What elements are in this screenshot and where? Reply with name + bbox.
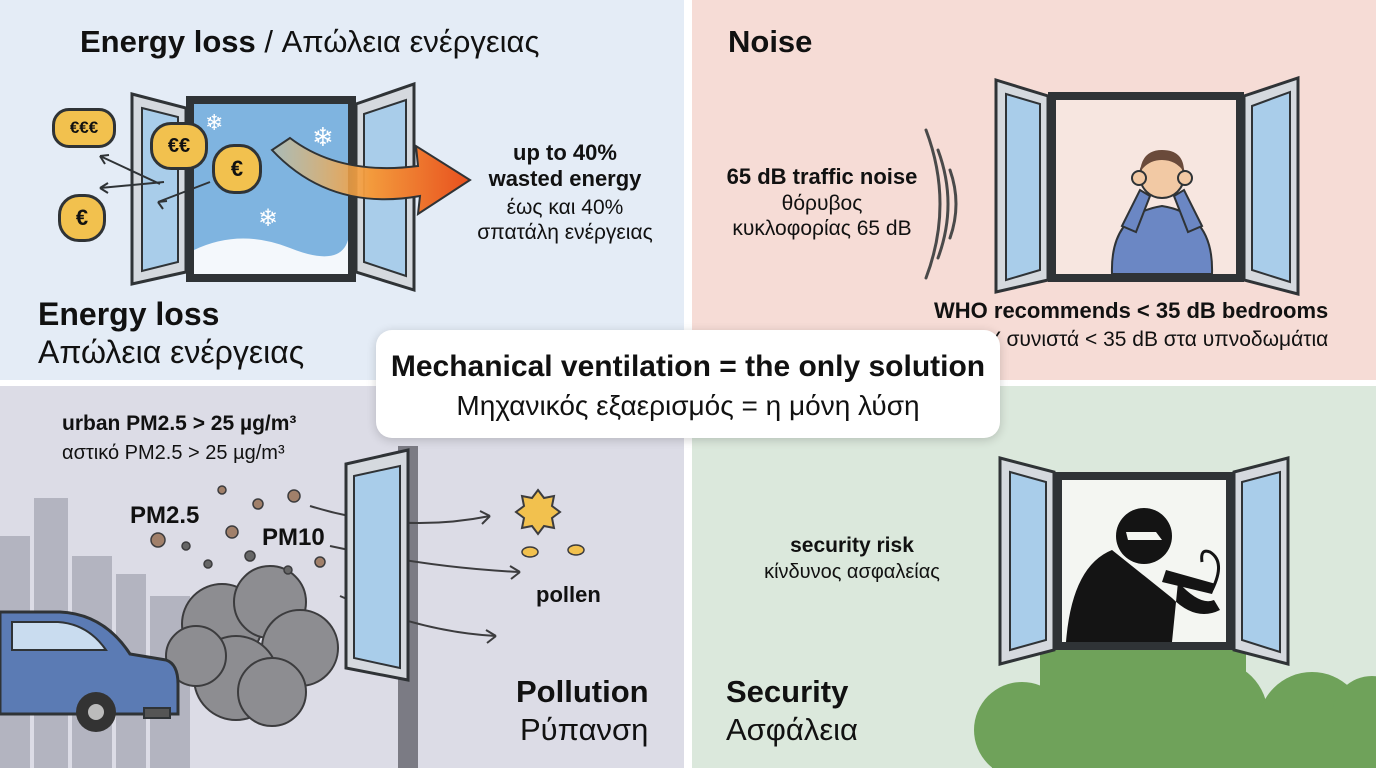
energy-stat-el-line1: έως και 40%	[506, 195, 624, 219]
snowflake-icon: ❄	[312, 122, 334, 152]
energy-stat-el-line2: σπατάλη ενέργειας	[477, 220, 653, 244]
snowflake-icon: ❄	[205, 110, 223, 135]
security-risk: security risk κίνδυνος ασφαλείας	[732, 534, 972, 584]
energy-stat-en-line2: wasted energy	[488, 165, 642, 191]
right-window-glass	[1241, 470, 1281, 654]
noise-panel: Noise 65 dB traffic noise θόρυβος κυκλοφ…	[692, 0, 1376, 380]
money-arrows	[99, 154, 211, 210]
noise-who-el: Ο ΠΟΥ συνιστά < 35 dB στα υπνοδωμάτια	[934, 328, 1329, 351]
noise-stat-el-line2: κυκλοφορίας 65 dB	[732, 216, 912, 240]
snow-ground	[194, 238, 348, 274]
noise-who-en: WHO recommends < 35 dB bedrooms	[934, 298, 1329, 323]
pollen-icon	[514, 488, 585, 558]
pollution-title-el: Ρύπανση	[520, 712, 649, 747]
coin-icon: €€	[150, 122, 208, 170]
exhaust-smoke-icon	[165, 565, 339, 727]
pollution-stat-el: αστικό PM2.5 > 25 µg/m³	[62, 442, 285, 464]
crowbar-icon	[1200, 549, 1220, 591]
right-window-glass	[1251, 90, 1291, 284]
noise-stat: 65 dB traffic noise θόρυβος κυκλοφορίας …	[712, 164, 932, 241]
energy-title-el: Απώλεια ενέργειας	[38, 334, 305, 370]
security-panel: security risk κίνδυνος ασφαλείας Securit…	[692, 386, 1376, 768]
particulate-matter-icon	[150, 485, 326, 575]
pollution-title-en: Pollution	[516, 674, 649, 709]
security-risk-en: security risk	[790, 534, 914, 557]
energy-loss-illustration: ❄ ❄ ❄	[99, 81, 472, 293]
solution-banner-en: Mechanical ventilation = the only soluti…	[390, 350, 986, 383]
snowflake-icon: ❄	[258, 205, 278, 232]
energy-header-el: Απώλεια ενέργειας	[281, 24, 540, 59]
window-glass	[353, 464, 401, 670]
hedge	[1040, 650, 1246, 724]
energy-header: Energy loss / Απώλεια ενέργειας	[80, 24, 539, 61]
security-illustration	[974, 456, 1376, 768]
heat-loss-arrow-icon	[270, 136, 472, 216]
solution-banner-el: Μηχανικός εξαερισμός = η μόνη λύση	[456, 390, 920, 421]
noise-illustration	[924, 75, 1300, 296]
security-risk-el: κίνδυνος ασφαλείας	[764, 560, 940, 583]
hand-on-ear	[1131, 170, 1147, 186]
coin-icon: €	[212, 144, 262, 194]
left-window-glass	[1005, 92, 1041, 282]
energy-stat: up to 40% wasted energy έως και 40% σπατ…	[470, 140, 660, 245]
noise-stat-el-line1: θόρυβος	[781, 191, 863, 215]
energy-header-en: Energy loss	[80, 24, 256, 59]
energy-title-en: Energy loss	[38, 296, 220, 332]
person-hair	[1140, 150, 1184, 172]
car-icon	[0, 610, 180, 732]
security-title-en: Security	[726, 674, 849, 709]
pollution-stat-en: urban PM2.5 > 25 µg/m³	[62, 412, 297, 435]
person-arms	[1120, 188, 1204, 234]
energy-loss-panel: ❄ ❄ ❄ €€€ €€ € € Energy loss / Απώλεια ε…	[0, 0, 684, 380]
pollution-illustration	[0, 446, 585, 768]
pm25-label: PM2.5	[130, 502, 200, 529]
coin-icon: €	[58, 194, 106, 242]
security-title-el: Ασφάλεια	[726, 712, 858, 747]
pollution-panel: urban PM2.5 > 25 µg/m³ αστικό PM2.5 > 25…	[0, 386, 684, 768]
pollen-label: pollen	[536, 582, 601, 607]
solution-banner: Mechanical ventilation = the only soluti…	[376, 330, 1000, 438]
noise-stat-en: 65 dB traffic noise	[726, 164, 918, 189]
energy-header-separator: /	[255, 24, 282, 59]
pm10-label: PM10	[262, 524, 325, 551]
left-window-glass	[1009, 470, 1047, 652]
energy-stat-en-line1: up to 40%	[513, 140, 617, 165]
burglar-eyes	[1126, 532, 1162, 540]
noise-header: Noise	[728, 24, 813, 59]
coin-icon: €€€	[52, 108, 116, 148]
hand-on-ear	[1177, 170, 1193, 186]
